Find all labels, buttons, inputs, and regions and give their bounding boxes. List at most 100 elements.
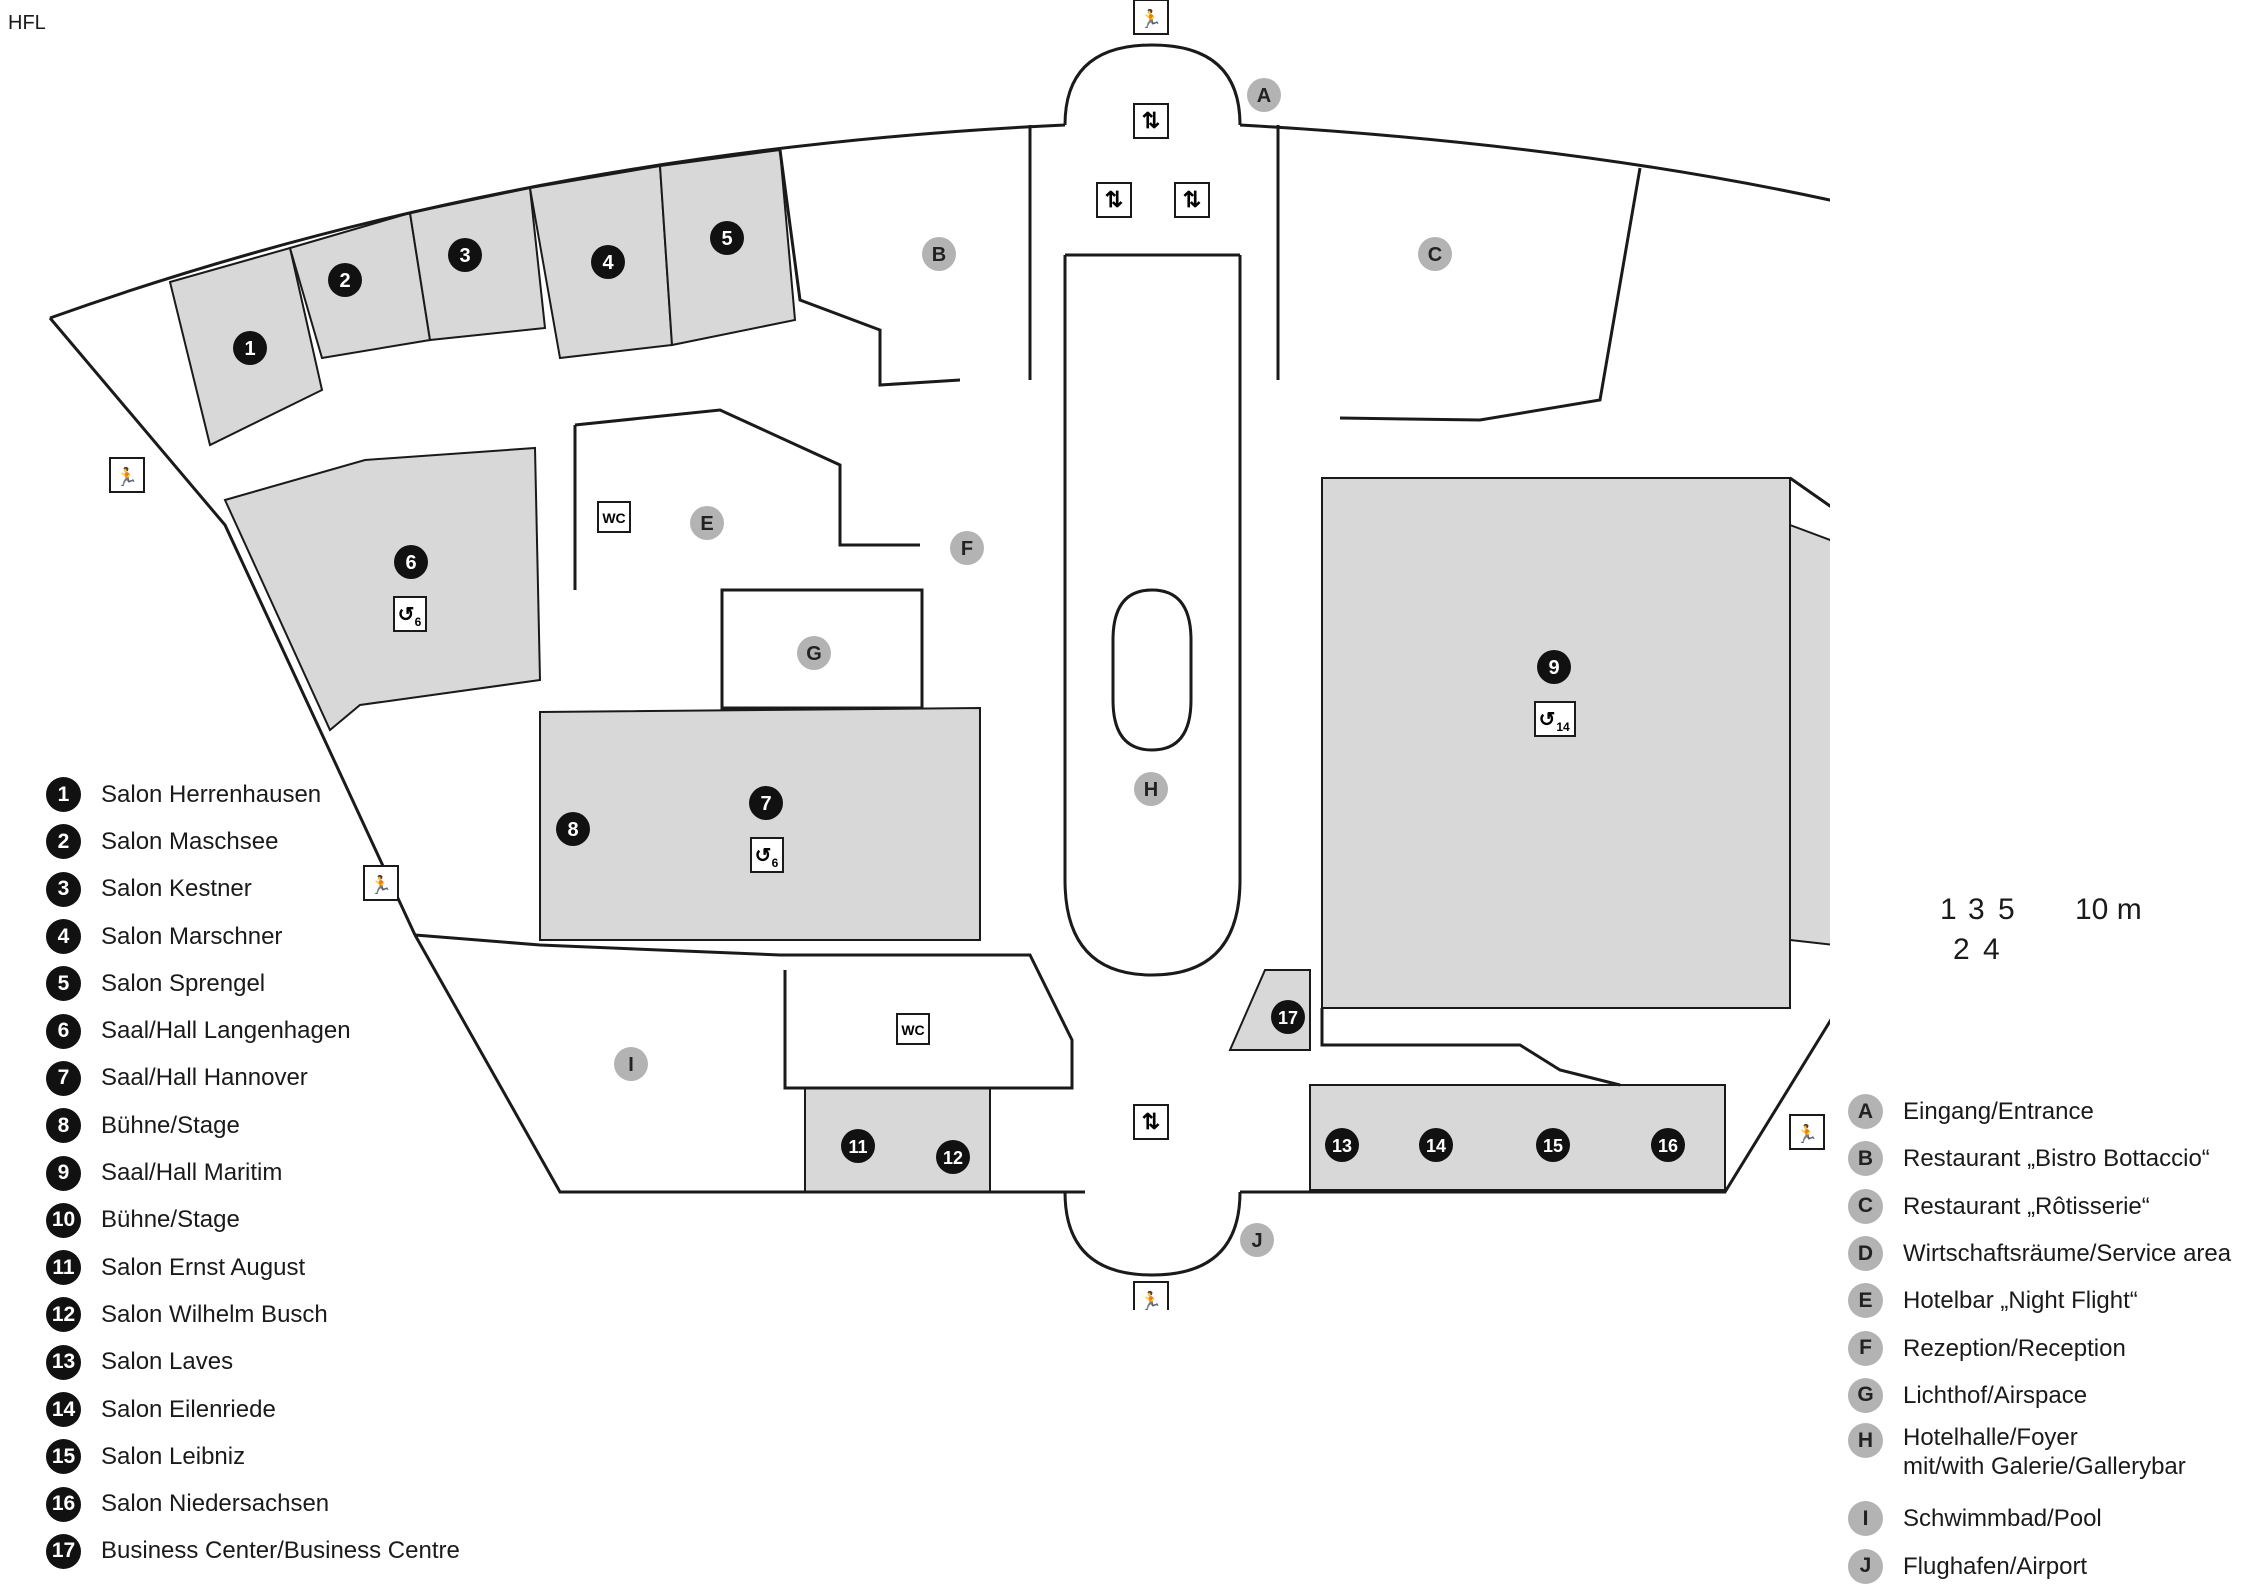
room-marker-4: 4 bbox=[591, 245, 625, 279]
wc-label: WC bbox=[602, 510, 625, 526]
room-marker-label: H bbox=[1144, 779, 1158, 801]
scale-label-10m: 10 m bbox=[2075, 893, 2142, 926]
legend-label: Restaurant „Bistro Bottaccio“ bbox=[1903, 1145, 2210, 1173]
legend-badge: A bbox=[1848, 1094, 1883, 1130]
exit-figure: 🏃 bbox=[1140, 8, 1162, 29]
outer-east bbox=[1240, 1018, 1830, 1194]
room-marker-label: 11 bbox=[848, 1137, 867, 1157]
room-marker-label: 17 bbox=[1278, 1008, 1298, 1028]
legend-badge: 10 bbox=[46, 1202, 81, 1238]
room-marker-f: F bbox=[950, 531, 984, 565]
exit-figure: 🏃 bbox=[116, 466, 138, 487]
restaurant-c-walls bbox=[1339, 167, 1642, 422]
legend-label: Flughafen/Airport bbox=[1903, 1552, 2088, 1580]
elevator-arrows: ⇅ bbox=[1183, 187, 1201, 212]
capacity-icon bbox=[750, 837, 784, 873]
room-9-area bbox=[1321, 477, 1791, 1009]
room-11-12-area bbox=[804, 1087, 991, 1193]
room-marker-label: 5 bbox=[721, 228, 732, 250]
room-marker-17: 17 bbox=[1271, 1000, 1305, 1034]
elevator-arrows: ⇅ bbox=[1142, 1109, 1160, 1134]
legend-label: Salon Eilenriede bbox=[101, 1395, 276, 1423]
scale-label-5: 5 bbox=[1998, 893, 2015, 926]
foyer-upper-walls bbox=[1028, 125, 1280, 380]
room-marker-13: 13 bbox=[1325, 1128, 1359, 1162]
legend-badge: E bbox=[1848, 1283, 1883, 1319]
legend-badge: 4 bbox=[46, 919, 81, 955]
room-marker-8: 8 bbox=[556, 812, 590, 846]
legend-label: Eingang/Entrance bbox=[1903, 1098, 2094, 1126]
room-markers: 1234567891011121314151617ABCDEFGHIJ bbox=[233, 78, 1685, 1257]
legend-badge: G bbox=[1848, 1377, 1883, 1413]
room-marker-label: 4 bbox=[602, 252, 614, 274]
legend-badge: 9 bbox=[46, 1155, 81, 1191]
legend-badge: 6 bbox=[46, 1013, 81, 1049]
room-marker-label: E bbox=[700, 513, 713, 535]
legend-label: Salon Niedersachsen bbox=[101, 1490, 330, 1518]
room-marker-label: 9 bbox=[1548, 657, 1559, 679]
capacity-icon bbox=[393, 596, 427, 632]
room-marker-label: B bbox=[932, 244, 946, 266]
elevator-icon bbox=[1096, 182, 1132, 218]
elevator-icon bbox=[1133, 1104, 1169, 1140]
wc-box bbox=[896, 1013, 930, 1045]
emergency-exit-icon bbox=[1133, 0, 1169, 35]
room-marker-label: 8 bbox=[567, 819, 578, 841]
room-marker-5: 5 bbox=[710, 221, 744, 255]
room-7-8-area bbox=[539, 706, 981, 941]
room-marker-label: 15 bbox=[1543, 1136, 1563, 1156]
room-marker-label: 6 bbox=[405, 552, 416, 574]
floor-plan: 1234567891011121314151617ABCDEFGHIJ 🏃🏃🏃🏃… bbox=[48, 0, 1830, 1310]
room-marker-label: 2 bbox=[339, 270, 350, 292]
scale-label-3: 3 bbox=[1968, 893, 1985, 926]
legend-label: Salon Leibniz bbox=[101, 1442, 246, 1470]
emergency-exit-icon bbox=[1133, 1281, 1169, 1310]
outer-west bbox=[48, 317, 1085, 1194]
legend-badge: 2 bbox=[46, 824, 81, 860]
legend-badge: H bbox=[1848, 1423, 1883, 1459]
legend-item-10: 10 Bühne/Stage bbox=[46, 1197, 460, 1244]
room-marker-i: I bbox=[614, 1047, 648, 1081]
legend-label: Salon Kestner bbox=[101, 875, 252, 903]
room-marker-9: 9 bbox=[1537, 650, 1571, 684]
legend-item-h: H Hotelhalle/Foyer mit/with Galerie/Galle… bbox=[1848, 1419, 2231, 1495]
legend-item-d: D Wirtschaftsräume/Service area bbox=[1848, 1230, 2231, 1277]
legend-label: Wirtschaftsräume/Service area bbox=[1903, 1240, 2232, 1268]
legend-item-15: 15 Salon Leibniz bbox=[46, 1433, 460, 1480]
walls bbox=[48, 43, 1830, 1277]
hook-icon: ↺ bbox=[755, 845, 772, 867]
elevator-arrows: ⇅ bbox=[1142, 108, 1160, 133]
legend-label: Hotelhalle/Foyer mit/with Galerie/Galler… bbox=[1903, 1424, 2186, 1481]
legend-label: Saal/Hall Maritim bbox=[101, 1159, 283, 1187]
legend-badge: D bbox=[1848, 1236, 1883, 1272]
scale-label-1: 1 bbox=[1940, 893, 1957, 926]
legend-label: Bühne/Stage bbox=[101, 1206, 240, 1234]
room-marker-h: H bbox=[1134, 772, 1168, 806]
capacity-value: 6 bbox=[415, 615, 422, 629]
legend-badge: 12 bbox=[46, 1297, 81, 1333]
room-marker-e: E bbox=[690, 506, 724, 540]
emergency-exit-icon bbox=[109, 457, 145, 493]
legend-label: Salon Herrenhausen bbox=[101, 780, 322, 808]
legend-badge: C bbox=[1848, 1188, 1883, 1224]
exit-figure: 🏃 bbox=[1796, 1123, 1818, 1144]
room-6-area bbox=[223, 446, 542, 732]
room-marker-7: 7 bbox=[749, 786, 783, 820]
legend-badge: 15 bbox=[46, 1439, 81, 1475]
capacity-icon bbox=[1534, 701, 1576, 737]
bar-e-walls bbox=[573, 408, 920, 590]
legend-label: Saal/Hall Hannover bbox=[101, 1064, 308, 1092]
